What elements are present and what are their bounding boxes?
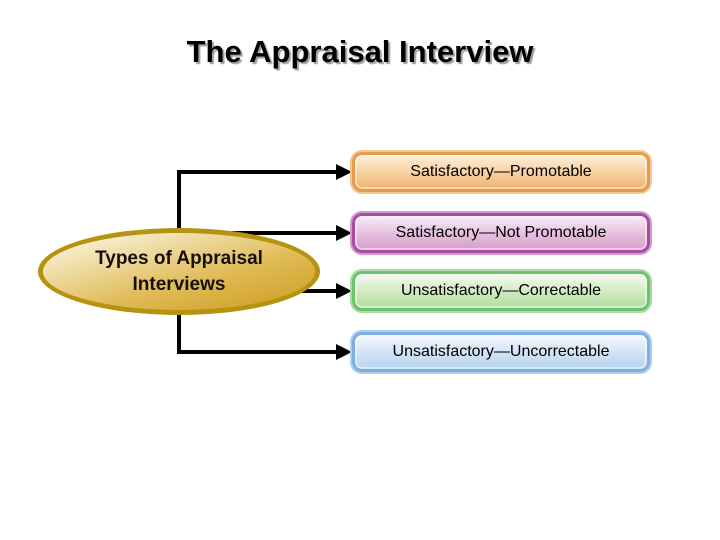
node-label: Unsatisfactory—Uncorrectable xyxy=(392,343,610,360)
arrow-icon xyxy=(336,283,352,299)
root-node-label-line2: Interviews xyxy=(132,273,226,295)
node-unsatisfactory-uncorrectable: Unsatisfactory—Uncorrectable xyxy=(352,332,650,372)
node-label: Satisfactory—Promotable xyxy=(410,163,592,180)
node-label: Satisfactory—Not Promotable xyxy=(395,224,607,241)
arrow-icon xyxy=(336,164,352,180)
node-unsatisfactory-correctable: Unsatisfactory—Correctable xyxy=(352,271,650,311)
arrow-icon xyxy=(336,225,352,241)
root-node-types-of-appraisal-interviews: Types of Appraisal Interviews xyxy=(38,228,320,315)
node-satisfactory-promotable: Satisfactory—Promotable xyxy=(352,152,650,192)
node-label: Unsatisfactory—Correctable xyxy=(400,282,602,299)
arrow-icon xyxy=(336,344,352,360)
page-title: The Appraisal Interview xyxy=(186,34,534,69)
node-satisfactory-not-promotable: Satisfactory—Not Promotable xyxy=(352,213,650,253)
connector-branch-4 xyxy=(179,350,339,354)
connector-branch-2 xyxy=(179,231,339,235)
connector-branch-1 xyxy=(179,170,339,174)
root-node-label-line1: Types of Appraisal xyxy=(95,247,263,269)
